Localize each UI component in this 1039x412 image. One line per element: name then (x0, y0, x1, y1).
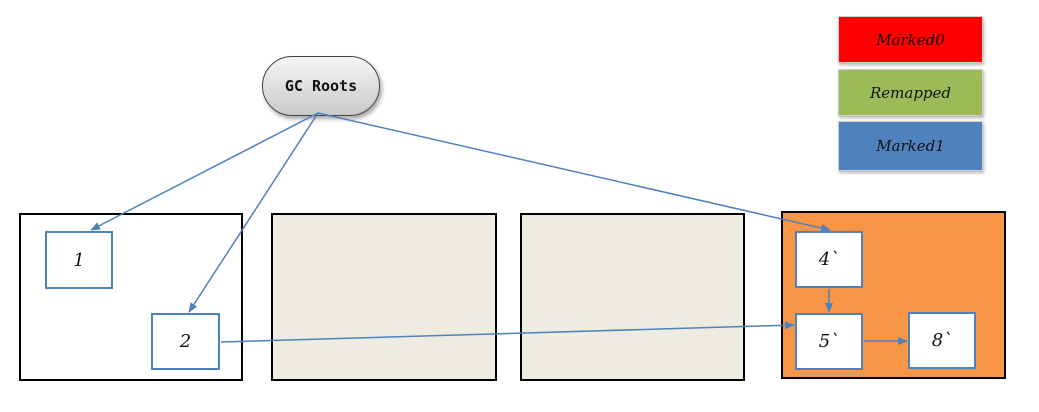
legend-marked0: Marked0 (838, 16, 983, 63)
object-4: 4` (795, 231, 863, 288)
object-2: 2 (151, 313, 220, 370)
gc-roots-node: GC Roots (262, 56, 380, 116)
legend-remapped: Remapped (838, 69, 983, 116)
heap-region-3 (520, 213, 745, 381)
object-8: 8` (908, 312, 976, 369)
legend-marked1: Marked1 (838, 121, 983, 171)
object-5: 5` (795, 313, 863, 370)
heap-region-2 (271, 213, 497, 381)
object-1: 1 (45, 231, 113, 289)
